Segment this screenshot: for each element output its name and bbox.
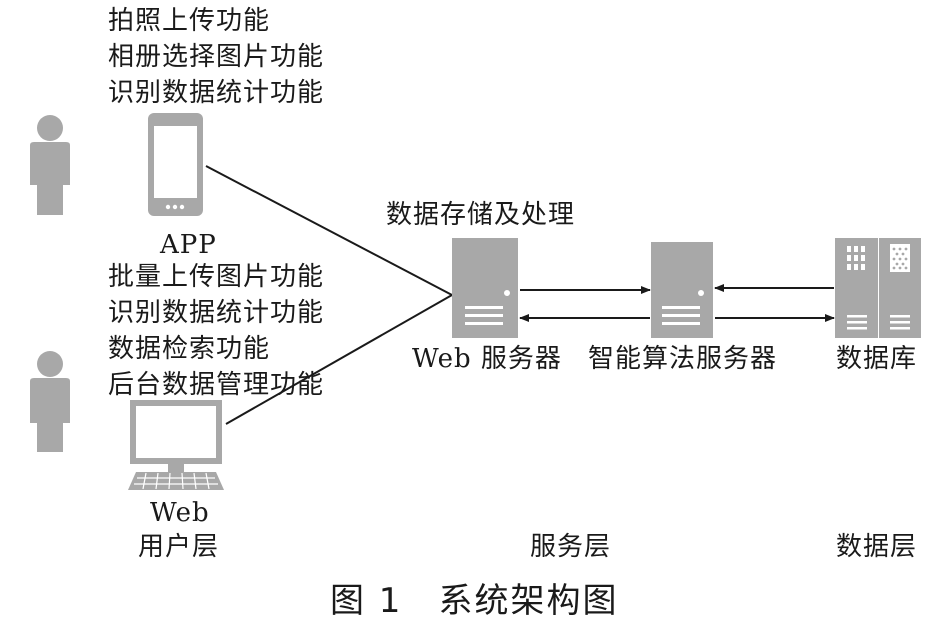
web-feature-label: 识别数据统计功能 [108, 298, 325, 328]
web-feature-label: 批量上传图片功能 [108, 262, 325, 292]
web-feature-label: 数据检索功能 [108, 334, 271, 364]
smartphone-icon [148, 113, 203, 216]
web-to-web-server-line [225, 294, 453, 425]
figure-caption: 图 1 系统架构图 [330, 581, 619, 621]
web-label: Web [150, 498, 210, 528]
storage-processing-label: 数据存储及处理 [386, 200, 576, 230]
app-label: APP [160, 230, 217, 260]
web-server-label: Web 服务器 [412, 344, 562, 374]
algorithm-server-label: 智能算法服务器 [588, 344, 778, 374]
person-icon [30, 351, 70, 452]
person-icon [30, 115, 70, 215]
server-icon [452, 238, 518, 338]
app-to-web-server-line [205, 165, 453, 296]
server-icon [651, 242, 713, 338]
app-feature-label: 识别数据统计功能 [108, 78, 325, 108]
service-layer-label: 服务层 [530, 532, 612, 562]
app-feature-label: 拍照上传功能 [108, 6, 271, 36]
app-feature-label: 相册选择图片功能 [108, 42, 325, 72]
data-layer-label: 数据层 [836, 532, 918, 562]
database-icon [835, 238, 921, 338]
database-label: 数据库 [836, 344, 918, 374]
user-layer-label: 用户层 [138, 532, 220, 562]
web-feature-label: 后台数据管理功能 [108, 370, 325, 400]
desktop-computer-icon [128, 400, 224, 490]
